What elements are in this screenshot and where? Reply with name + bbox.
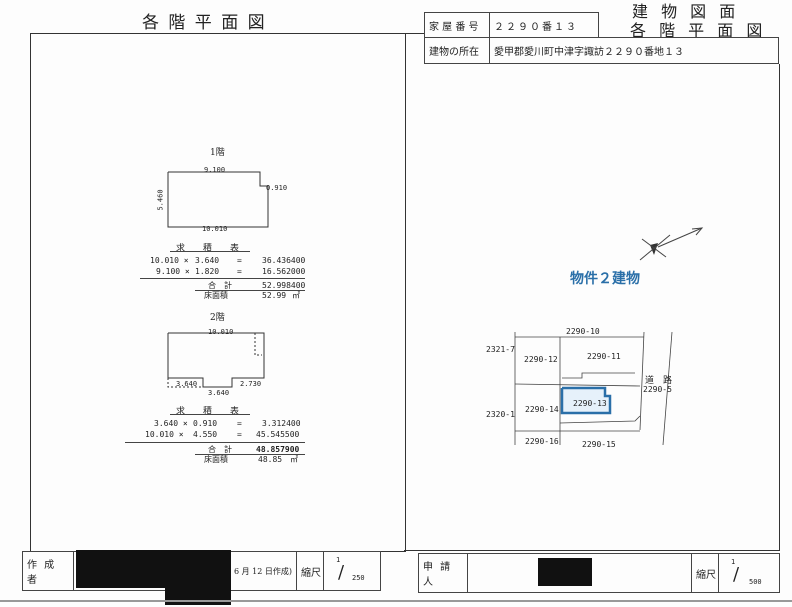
site-map	[514, 331, 673, 446]
parcel-label: 2321-7	[486, 345, 515, 354]
divider	[404, 33, 424, 34]
fraction-slash: /	[338, 562, 345, 583]
parcel-label: 2290-16	[525, 437, 559, 446]
divider	[404, 550, 780, 551]
cell: 9.100 ×	[156, 267, 190, 276]
rule	[140, 278, 305, 279]
unit: ㎡	[290, 455, 298, 464]
floor1-title: 1階	[210, 148, 225, 158]
parcel-label: 2290-15	[582, 440, 616, 449]
scale-num: 1	[731, 558, 736, 566]
total: 52.998400	[262, 281, 306, 290]
scale-label: 縮尺	[691, 553, 719, 593]
cell: 4.550	[193, 430, 218, 439]
north-arrow-icon	[639, 227, 704, 261]
dim: 3.640	[176, 380, 198, 388]
dim: 10.010	[202, 225, 228, 233]
cell: =	[237, 256, 242, 265]
parcel-label: 2290-10	[566, 327, 600, 336]
scan-edge	[0, 600, 792, 602]
table-title: 求 積 表	[176, 407, 240, 417]
applicant-label: 申 請 人	[418, 553, 468, 593]
house-number: ２２９０番１３	[489, 12, 599, 38]
scale-den: 250	[352, 574, 365, 582]
cell: 16.562000	[262, 267, 306, 276]
dim: 2.730	[240, 380, 262, 388]
dim: 3.640	[208, 389, 230, 397]
cell: 1.820	[195, 267, 220, 276]
cell: 3.312400	[262, 419, 301, 428]
location: 愛甲郡愛川町中津字諏訪２２９０番地１３	[489, 37, 779, 64]
total: 48.857900	[256, 445, 300, 454]
cell: =	[237, 430, 242, 439]
rule	[170, 414, 250, 415]
author-label: 作 成 者	[22, 551, 74, 591]
table-title: 求 積 表	[176, 244, 240, 254]
rule	[195, 290, 305, 291]
right-title-1: 建 物 図 面	[632, 2, 740, 21]
parcel-label: 2290-14	[525, 405, 559, 414]
target-parcel-label: 2290-13	[573, 399, 607, 408]
redaction	[538, 558, 592, 586]
floor-area-label: 床面積	[204, 291, 228, 300]
floor2-plan	[167, 332, 265, 388]
floor2-title: 2階	[210, 313, 225, 323]
fraction-slash: /	[733, 564, 740, 585]
divider	[779, 64, 780, 550]
parcel-label: 2290-11	[587, 352, 621, 361]
road-label: 道 路	[645, 376, 673, 386]
rule	[195, 454, 305, 455]
scale-den: 500	[749, 578, 762, 586]
rule	[125, 442, 305, 443]
dim: 5.460	[156, 189, 165, 211]
scale-num: 1	[336, 556, 341, 564]
cell: 10.010 ×	[150, 256, 189, 265]
cell: 36.436400	[262, 256, 306, 265]
parcel-label: 2320-1	[486, 410, 515, 419]
cell: 45.545500	[256, 430, 300, 439]
cell: 10.010 ×	[145, 430, 184, 439]
scale-left: 1 / 250	[323, 551, 381, 591]
floor1-plan	[167, 171, 269, 228]
scale-right: 1 / 500	[718, 553, 780, 593]
right-title-2: 各 階 平 面 図	[630, 21, 767, 40]
parcel-label: 2290-12	[524, 355, 558, 364]
total-label: 合 計	[208, 445, 232, 454]
left-title: 各 階 平 面 図	[142, 13, 267, 33]
house-number-label: 家 屋 番 号	[424, 12, 490, 38]
dim: 10.010	[208, 328, 234, 336]
unit: ㎡	[292, 291, 300, 300]
floor-area-label: 床面積	[204, 455, 228, 464]
cell: =	[237, 267, 242, 276]
cell: =	[237, 419, 242, 428]
property-label: 物件２建物	[570, 271, 640, 287]
floor-area: 48.85	[258, 455, 283, 464]
cell: 3.640	[195, 256, 220, 265]
rule	[170, 251, 250, 252]
dim: 0.910	[266, 184, 288, 192]
dim: 9.100	[204, 166, 226, 174]
location-label: 建物の所在	[424, 37, 490, 64]
floor-area: 52.99	[262, 291, 287, 300]
total-label: 合 計	[208, 281, 232, 290]
scale-label: 縮尺	[296, 551, 324, 591]
cell: 0.910	[193, 419, 218, 428]
parcel-label: 2290-5	[643, 385, 672, 394]
cell: 3.640 ×	[154, 419, 188, 428]
